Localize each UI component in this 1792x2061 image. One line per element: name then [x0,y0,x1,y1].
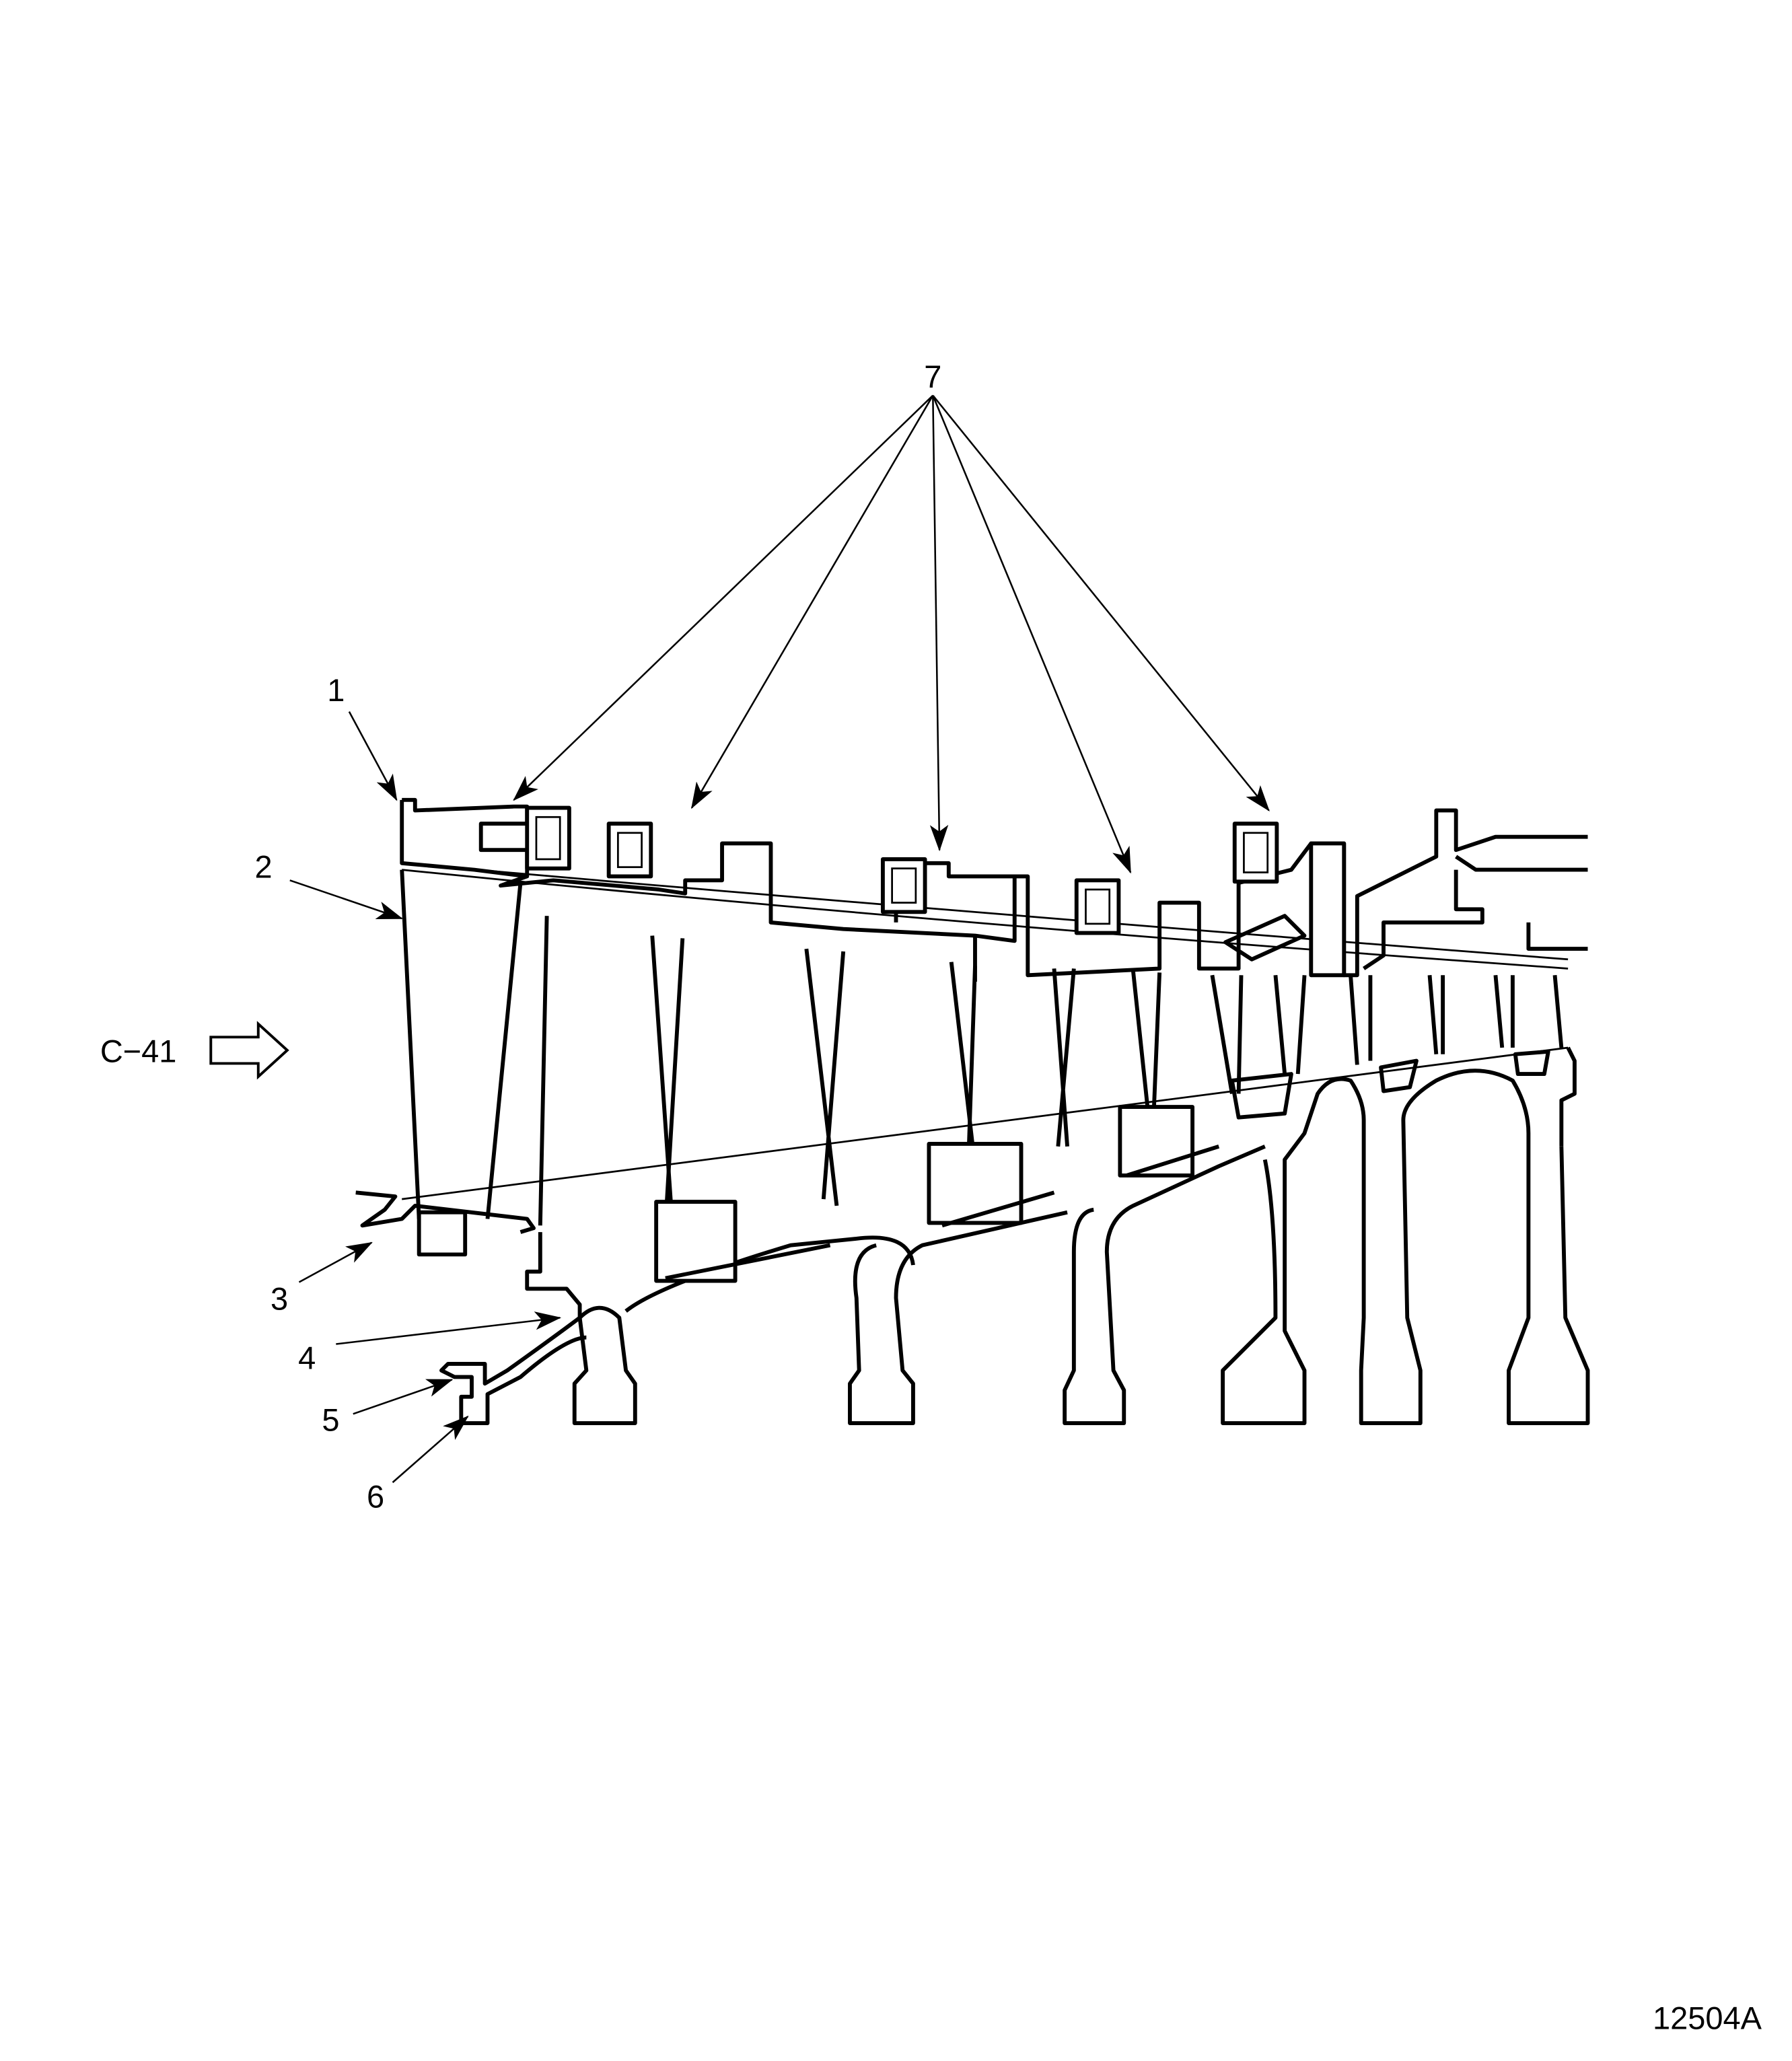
blade-root-attachments [417,1105,1220,1283]
callout-2: 2 [255,848,273,884]
leader-lines [289,394,1270,1484]
callout-7: 7 [924,359,941,394]
callout-5: 5 [322,1402,339,1438]
callout-4: 4 [298,1340,316,1376]
outer-casing [400,797,1588,982]
callout-6: 6 [367,1478,384,1514]
callout-1: 1 [327,672,345,708]
figure-number: 12504A [1653,2000,1762,2036]
callout-3: 3 [271,1281,288,1317]
inner-flowpath [355,1046,1577,1318]
front-flange-parts [439,1316,587,1425]
blades [400,869,1564,1226]
view-reference-label: C−41 [100,1033,177,1069]
stator-vane-bushings [525,805,1347,978]
rotor-discs [572,1049,1590,1425]
view-direction-arrow-icon [209,1021,289,1080]
